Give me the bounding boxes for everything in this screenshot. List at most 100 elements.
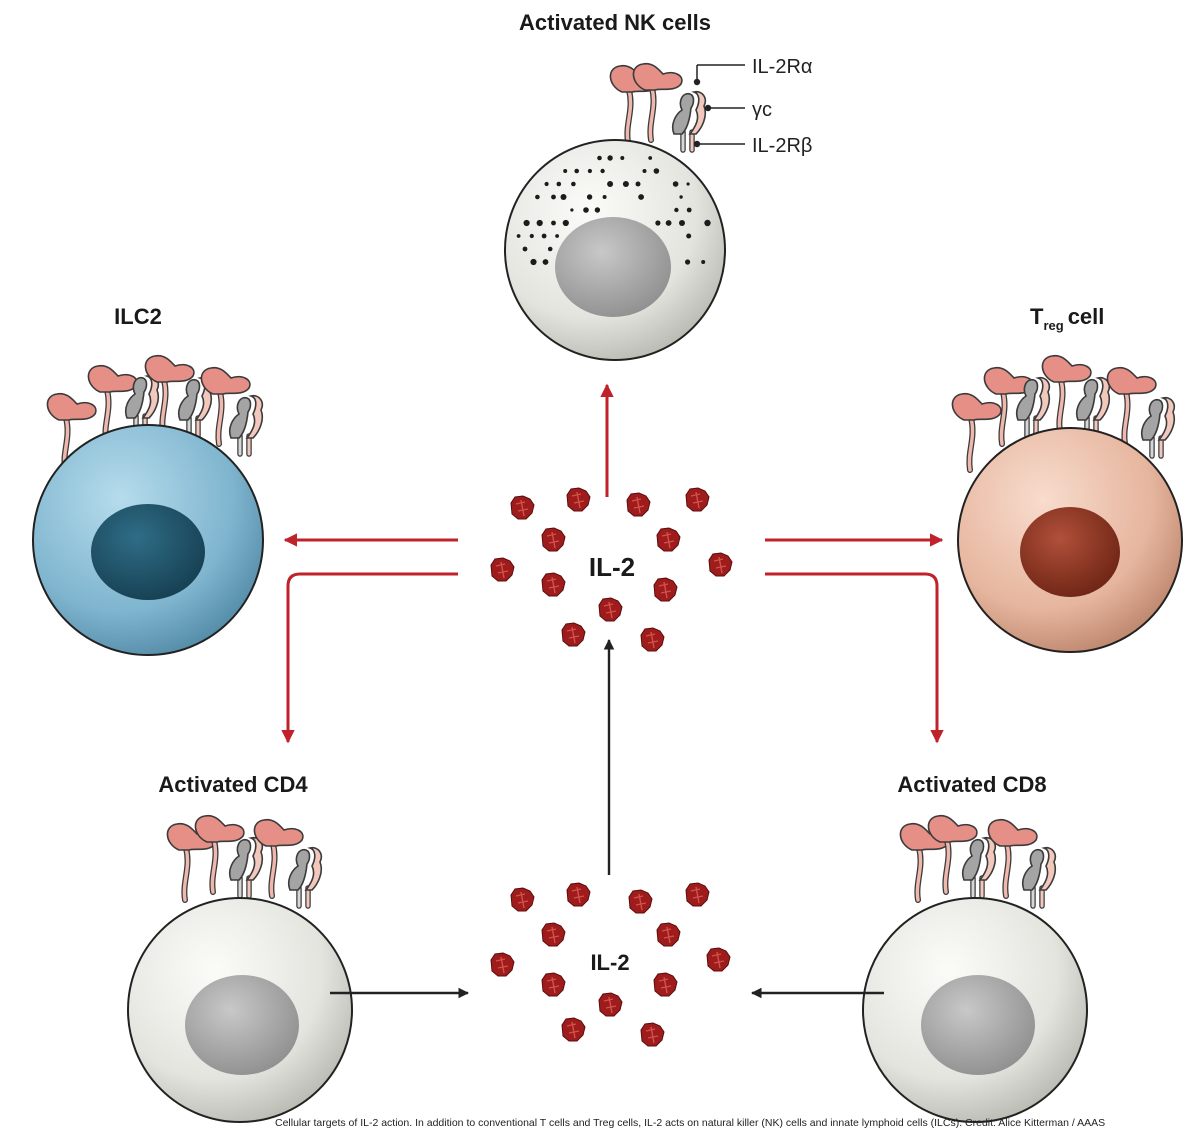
nk-granule: [571, 181, 576, 187]
nk-granule: [620, 156, 625, 160]
il2-particle: [541, 922, 566, 947]
receptor-key: IL-2Rα γc IL-2Rβ: [693, 56, 812, 157]
nk-granule: [541, 233, 547, 239]
nk-granule: [583, 207, 589, 213]
nk-granule: [686, 233, 692, 239]
nk-granule: [665, 220, 672, 226]
il2-cluster-upper: IL-2: [490, 487, 733, 652]
cd8-nucleus: [921, 975, 1035, 1075]
nk-granule: [536, 219, 543, 227]
nk-granule: [594, 207, 601, 213]
il2-particle: [541, 527, 566, 552]
il2-particle: [566, 487, 591, 512]
il2-particle: [640, 1022, 665, 1047]
nk-granule: [685, 259, 691, 265]
nk-granule: [655, 220, 661, 226]
nk-granule: [686, 182, 690, 186]
nk-granule: [600, 168, 605, 174]
nk-granule: [522, 246, 528, 252]
treg-nucleus: [1020, 507, 1120, 597]
nk-granule: [607, 155, 613, 161]
black-arrows: [330, 638, 884, 999]
il2-particle: [708, 552, 733, 577]
cd4-nucleus: [185, 975, 299, 1075]
nk-granule: [551, 194, 556, 200]
il2r-beta-gamma-receptor: [230, 396, 263, 454]
key-il2r-alpha: IL-2Rα: [752, 56, 812, 78]
nk-granule: [516, 234, 521, 238]
nk-granule: [570, 208, 574, 212]
il2-particle: [490, 557, 515, 582]
nk-cell-label: Activated NK cells: [519, 10, 711, 35]
cd8-label: Activated CD8: [897, 772, 1046, 797]
ilc2-cell: ILC2: [32, 304, 263, 656]
il2-particle: [706, 947, 731, 972]
nk-granule: [556, 181, 562, 187]
nk-granule: [563, 169, 568, 173]
nk-granule: [544, 181, 549, 187]
nk-granule: [586, 194, 593, 200]
nk-granule: [704, 219, 711, 227]
nk-granule: [602, 195, 607, 199]
nk-granule: [672, 181, 679, 187]
il2-particle: [685, 487, 710, 512]
il2-particle: [490, 952, 515, 977]
nk-granule: [679, 220, 685, 226]
il2-particle: [598, 597, 623, 622]
nk-granule: [686, 207, 692, 213]
il2-particle: [626, 492, 651, 517]
nk-granule: [530, 258, 537, 266]
nk-granule: [560, 194, 567, 200]
il2-particle: [566, 882, 591, 907]
il2-particle: [561, 1017, 586, 1042]
il2-particle: [598, 992, 623, 1017]
il2-particle: [561, 622, 586, 647]
nk-granule: [635, 181, 641, 187]
il2-particle: [685, 882, 710, 907]
il2-particle: [628, 889, 653, 914]
nk-cell: Activated NK cells: [504, 10, 726, 361]
nk-granule: [562, 219, 569, 227]
nk-granule: [535, 194, 540, 200]
nk-granule: [679, 195, 683, 199]
il2-lower-label: IL-2: [590, 950, 629, 975]
nk-granule: [648, 156, 653, 160]
nk-granule: [638, 194, 644, 200]
nk-granule: [597, 155, 602, 161]
nk-granule: [607, 181, 614, 187]
il2r-beta-gamma-receptor: [963, 838, 996, 896]
nk-granule: [653, 168, 660, 174]
red-arrows: [281, 383, 944, 744]
arrow-to-cd4: [281, 572, 458, 744]
nk-cell-nucleus: [555, 217, 671, 317]
il2-particle: [653, 577, 678, 602]
nk-granule: [529, 233, 534, 239]
cd4-label: Activated CD4: [158, 772, 308, 797]
key-gamma-c: γc: [752, 99, 772, 121]
il2-particle: [541, 572, 566, 597]
nk-granule: [555, 234, 559, 238]
il2-particle: [656, 922, 681, 947]
nk-granule: [551, 220, 556, 226]
il2-particle: [653, 972, 678, 997]
il2r-beta-gamma-receptor: [673, 92, 706, 150]
il2-particle: [541, 972, 566, 997]
il2-particle: [510, 495, 535, 520]
il2-particle: [640, 627, 665, 652]
nk-granule: [642, 169, 647, 173]
cd4-cell: Activated CD4: [127, 772, 353, 1123]
il2-particle: [656, 527, 681, 552]
nk-granule: [622, 181, 629, 187]
il2r-beta-gamma-receptor: [230, 838, 263, 896]
nk-granule: [701, 260, 706, 264]
nk-granule: [547, 246, 553, 252]
il2r-beta-gamma-receptor: [1023, 848, 1056, 906]
il2-particle: [510, 887, 535, 912]
il2-upper-label: IL-2: [589, 552, 635, 582]
il2-cluster-lower: IL-2: [490, 882, 731, 1047]
key-il2r-beta: IL-2Rβ: [752, 135, 812, 157]
nk-cell-granules: [516, 155, 711, 266]
ilc2-label: ILC2: [114, 304, 162, 329]
